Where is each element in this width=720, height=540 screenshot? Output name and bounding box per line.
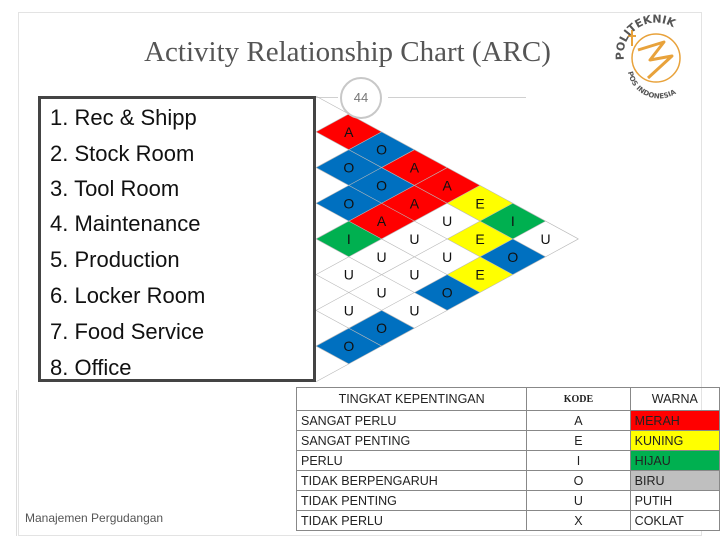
relationship-code: O <box>376 320 387 336</box>
relationship-code: E <box>475 267 484 283</box>
relationship-cell <box>316 221 382 257</box>
relationship-code: U <box>344 267 354 283</box>
legend-row: SANGAT PENTING E KUNING <box>295 430 720 451</box>
legend-header: KODE <box>526 387 631 411</box>
activity-item: 2. Stock Room <box>50 141 195 166</box>
relationship-code: I <box>347 231 351 247</box>
legend-row: PERLU I HIJAU <box>295 450 720 471</box>
relationship-code: A <box>443 177 453 193</box>
slide-frame <box>18 12 702 536</box>
legend-color-name: KUNING <box>629 430 720 451</box>
relationship-code: E <box>475 195 484 211</box>
relationship-cell <box>447 221 513 257</box>
relationship-code: O <box>343 195 354 211</box>
relationship-code: U <box>377 249 387 265</box>
relationship-code: O <box>343 338 354 354</box>
relationship-cell <box>381 221 448 257</box>
legend-color-name: BIRU <box>629 470 720 491</box>
legend-table: TINGKAT KEPENTINGAN KODE WARNA SANGAT PE… <box>295 387 720 531</box>
relationship-code: U <box>377 285 387 301</box>
activity-item: 6. Locker Room <box>50 283 206 308</box>
relationship-code: A <box>344 124 354 140</box>
legend-color-name: HIJAU <box>629 450 720 471</box>
grid-line <box>315 149 415 204</box>
grid-line <box>315 167 448 240</box>
grid-line <box>315 274 415 329</box>
relationship-code: U <box>409 231 419 247</box>
legend-header: WARNA <box>629 387 720 411</box>
activity-item: 5. Production <box>50 247 180 272</box>
legend-level: SANGAT PERLU <box>295 410 528 431</box>
relationship-code: U <box>541 231 551 247</box>
relationship-code: A <box>410 160 420 176</box>
page-title: Activity Relationship Chart (ARC) <box>144 36 551 68</box>
legend-row: TIDAK PENTING U PUTIH <box>295 490 720 511</box>
title-divider-right <box>388 97 526 98</box>
relationship-cell <box>381 292 448 329</box>
activity-item: 3. Tool Room <box>50 176 180 201</box>
legend-code: E <box>526 430 631 451</box>
legend-code: I <box>526 450 631 471</box>
legend-row: TIDAK PERLU X COKLAT <box>295 510 720 531</box>
activity-item: 4. Maintenance <box>50 211 201 236</box>
legend-level: TIDAK BERPENGARUH <box>295 470 528 491</box>
legend-code: O <box>526 470 631 491</box>
divider <box>16 390 17 536</box>
institution-logo: POLITEKNIK POS INDONESIA <box>614 13 681 101</box>
relationship-cell <box>316 256 382 293</box>
legend-color-name: COKLAT <box>629 510 720 531</box>
relationship-code: U <box>409 302 419 318</box>
grid-line <box>315 113 349 133</box>
activity-item: 1. Rec & Shipp <box>50 105 197 130</box>
page-number-badge: 44 <box>340 77 382 119</box>
legend-level: TIDAK PENTING <box>295 490 528 511</box>
relationship-code: O <box>376 177 387 193</box>
legend-level: PERLU <box>295 450 528 471</box>
legend-level: SANGAT PENTING <box>295 430 528 451</box>
relationship-code: E <box>475 231 484 247</box>
legend-header-row: TINGKAT KEPENTINGAN KODE WARNA <box>295 387 720 411</box>
legend-header: TINGKAT KEPENTINGAN <box>295 387 528 411</box>
grid-line <box>315 185 481 275</box>
legend-level: TIDAK PERLU <box>295 510 528 531</box>
relationship-code: O <box>376 142 387 158</box>
relationship-code: A <box>410 195 420 211</box>
legend-code: U <box>526 490 631 511</box>
relationship-code: U <box>442 213 452 229</box>
grid-line <box>315 238 579 383</box>
relationship-cell <box>381 256 448 293</box>
relationship-code: A <box>377 213 387 229</box>
grid-line <box>315 131 382 168</box>
relationship-code: O <box>343 160 354 176</box>
legend-color-name: PUTIH <box>629 490 720 511</box>
relationship-code: U <box>442 249 452 265</box>
activity-item: 8. Office <box>50 355 132 380</box>
legend-code: X <box>526 510 631 531</box>
legend-row: TIDAK BERPENGARUH O BIRU <box>295 470 720 491</box>
relationship-code: O <box>507 249 518 265</box>
relationship-code: O <box>442 285 453 301</box>
grid-line <box>315 202 481 293</box>
grid-line <box>315 345 349 365</box>
grid-line <box>315 220 546 347</box>
legend-row: SANGAT PERLU A MERAH <box>295 410 720 431</box>
activity-item: 7. Food Service <box>50 319 205 344</box>
grid-line <box>315 131 546 258</box>
relationship-code: U <box>409 267 419 283</box>
footer-text: Manajemen Pergudangan <box>25 511 164 525</box>
relationship-code: U <box>344 302 354 318</box>
legend-color-name: MERAH <box>629 410 720 431</box>
relationship-cell <box>447 256 513 293</box>
grid-line <box>315 202 513 311</box>
activity-list: 1. Rec & Shipp 2. Stock Room 3. Tool Roo… <box>38 96 316 382</box>
legend-code: A <box>526 410 631 431</box>
relationship-cell <box>316 292 382 329</box>
relationship-code: I <box>511 213 515 229</box>
